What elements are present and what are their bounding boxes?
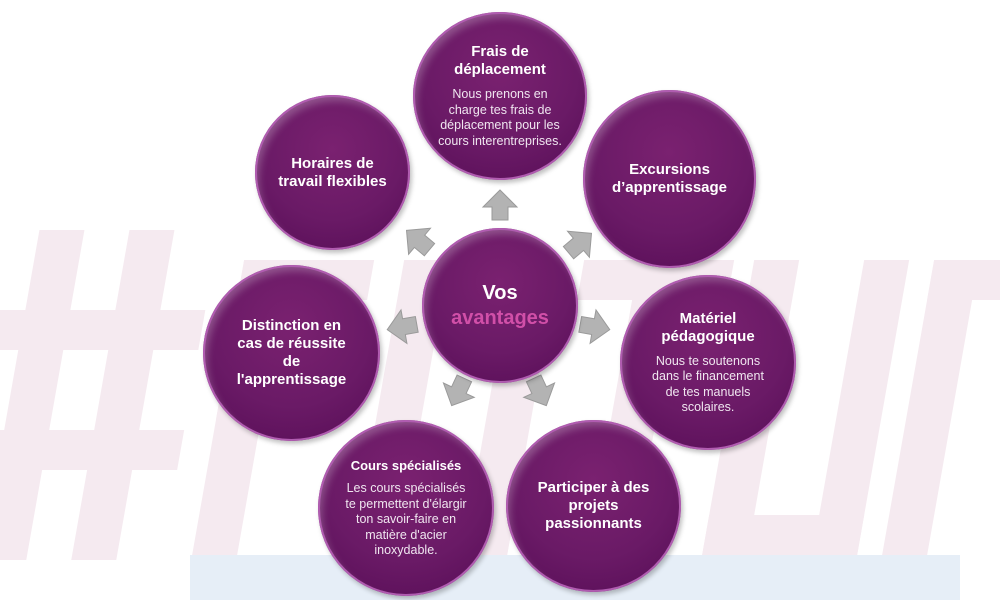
benefit-text: Nous prenons en charge tes frais de dépl…: [438, 87, 562, 148]
center-title: Vos: [482, 281, 518, 304]
benefit-title: Cours spécialisés: [350, 458, 462, 474]
benefit-title: Participer à des projets passionnants: [537, 479, 650, 532]
benefit-text: Nous te soutenons dans le financement de…: [652, 353, 764, 415]
benefit-title: Horaires de travail flexibles: [278, 154, 387, 190]
benefit-text: Les cours spécialisés te permettent d'él…: [345, 481, 467, 558]
benefit-excursions: Excursions d’apprentissage: [583, 90, 756, 268]
benefit-travel-costs: Frais de déplacement Nous prenons en cha…: [413, 12, 587, 180]
benefit-special-courses: Cours spécialisés Les cours spécialisés …: [318, 420, 494, 596]
center-circle: Vos avantages: [422, 228, 578, 383]
benefit-distinction: Distinction en cas de réussite de l'appr…: [203, 265, 380, 441]
benefit-projects: Participer à des projets passionnants: [506, 420, 681, 592]
benefit-title: Distinction en cas de réussite de l'appr…: [236, 317, 347, 388]
benefit-title: Frais de déplacement: [454, 43, 546, 78]
benefit-title: Excursions d’apprentissage: [611, 161, 728, 196]
center-subtitle: avantages: [451, 306, 549, 329]
benefit-flexible-hours: Horaires de travail flexibles: [255, 95, 410, 250]
benefit-material: Matériel pédagogique Nous te soutenons d…: [620, 275, 796, 450]
benefit-title: Matériel pédagogique: [661, 309, 755, 345]
